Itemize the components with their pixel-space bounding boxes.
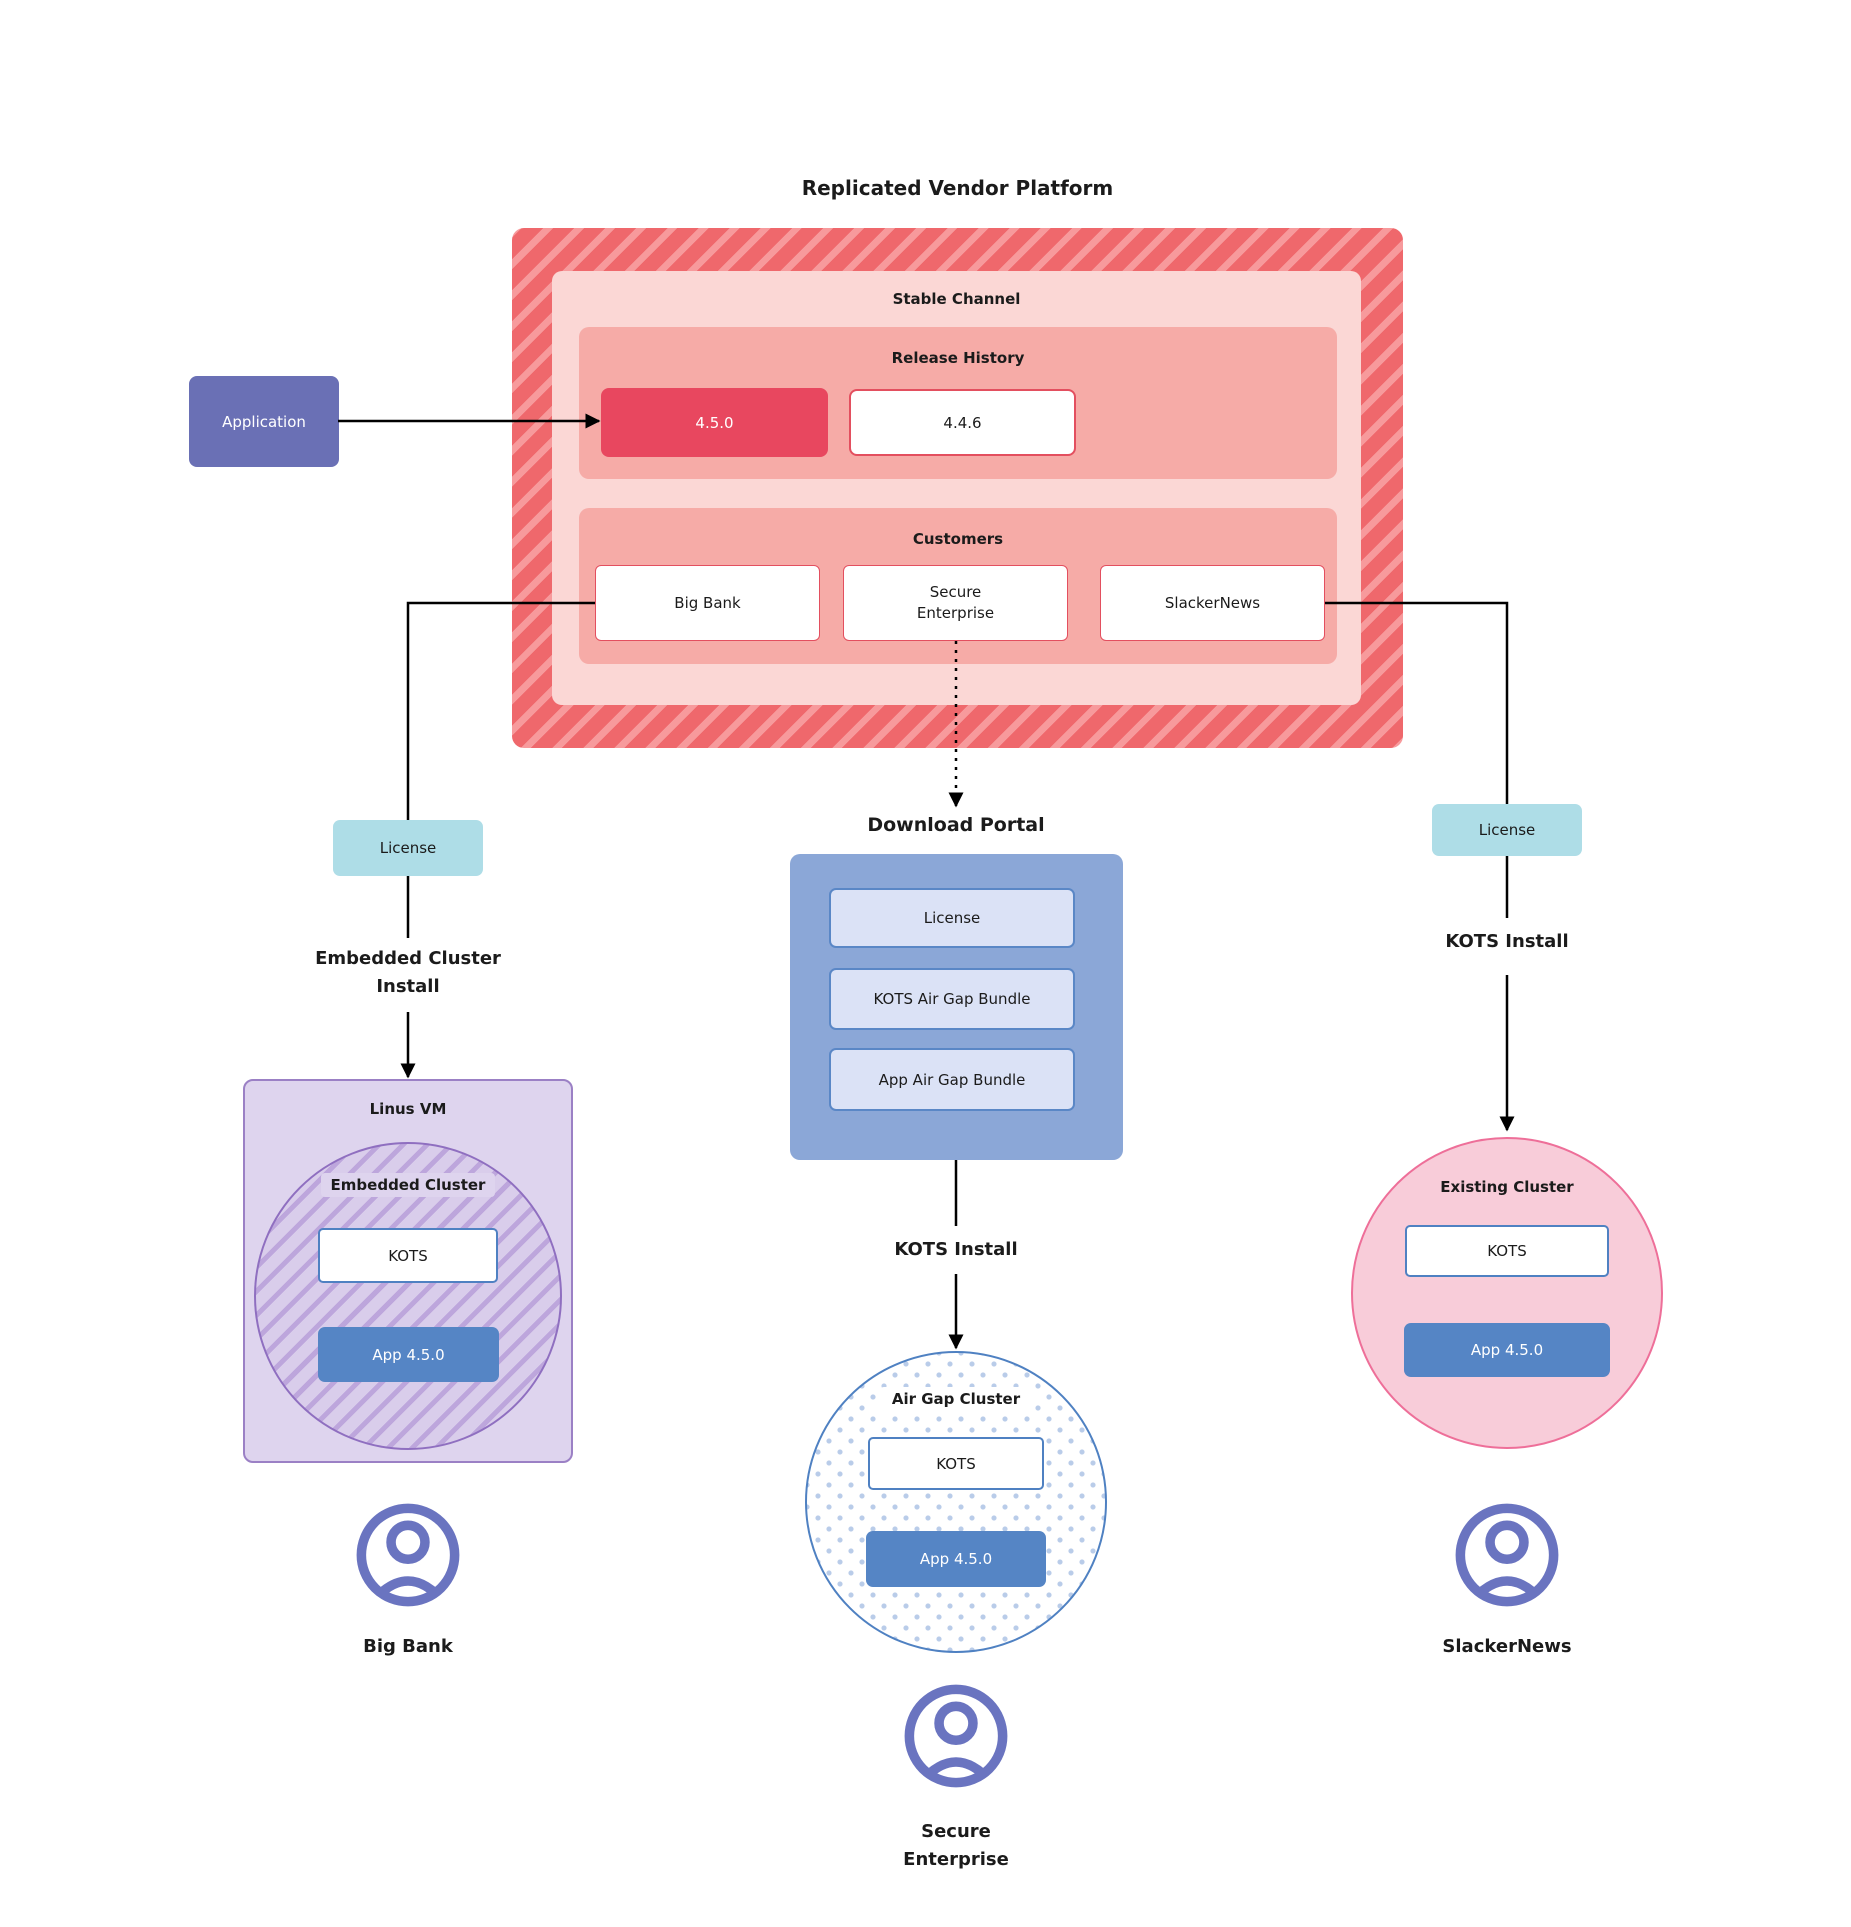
existing-cluster-circle xyxy=(1351,1137,1663,1449)
embedded-cluster-install-label: Embedded Cluster Install xyxy=(315,948,501,997)
user-icon xyxy=(904,1684,1008,1788)
portal-item-license: License xyxy=(829,888,1075,948)
kots-box-mid: KOTS xyxy=(868,1437,1044,1490)
stable-channel-label: Stable Channel xyxy=(892,290,1021,308)
user-icon xyxy=(356,1503,460,1607)
release-version-previous: 4.4.6 xyxy=(849,389,1076,456)
customer-secure-enterprise-label: Secure Enterprise xyxy=(916,583,995,622)
linus-vm-label: Linus VM xyxy=(369,1100,447,1118)
kots-box-right: KOTS xyxy=(1405,1225,1609,1277)
app-box-right: App 4.5.0 xyxy=(1404,1323,1610,1377)
user-label-big-bank: Big Bank xyxy=(363,1636,453,1657)
kots-install-label-right: KOTS Install xyxy=(1445,931,1569,952)
application-box: Application xyxy=(189,376,339,467)
license-chip-big-bank: License xyxy=(333,820,483,876)
embedded-cluster-label-text: Embedded Cluster xyxy=(320,1173,496,1197)
embedded-cluster-label: Embedded Cluster xyxy=(258,1173,558,1197)
release-version-current: 4.5.0 xyxy=(601,388,828,457)
app-box-mid: App 4.5.0 xyxy=(866,1531,1046,1587)
release-history-label: Release History xyxy=(891,349,1025,367)
air-gap-cluster-circle xyxy=(805,1351,1107,1653)
user-label-secure-enterprise: Secure Enterprise xyxy=(856,1818,1056,1874)
customers-label: Customers xyxy=(912,530,1004,548)
user-label-slackernews: SlackerNews xyxy=(1442,1636,1572,1657)
air-gap-cluster-label: Air Gap Cluster xyxy=(806,1387,1106,1411)
air-gap-cluster-label-text: Air Gap Cluster xyxy=(879,1387,1033,1411)
existing-cluster-label: Existing Cluster xyxy=(1440,1178,1574,1196)
download-portal-title: Download Portal xyxy=(867,814,1045,836)
license-chip-slackernews: License xyxy=(1432,804,1582,856)
customer-big-bank: Big Bank xyxy=(595,565,820,641)
kots-install-label-mid: KOTS Install xyxy=(894,1239,1018,1260)
portal-item-app-air-gap-bundle: App Air Gap Bundle xyxy=(829,1048,1075,1111)
customer-slackernews: SlackerNews xyxy=(1100,565,1325,641)
diagram-title: Replicated Vendor Platform xyxy=(801,176,1114,200)
app-box-left: App 4.5.0 xyxy=(318,1327,499,1382)
user-label-secure-enterprise-text: Secure Enterprise xyxy=(903,1821,1009,1870)
portal-item-kots-air-gap-bundle: KOTS Air Gap Bundle xyxy=(829,968,1075,1030)
customer-secure-enterprise: Secure Enterprise xyxy=(843,565,1068,641)
kots-box-left: KOTS xyxy=(318,1228,498,1283)
user-icon xyxy=(1455,1503,1559,1607)
